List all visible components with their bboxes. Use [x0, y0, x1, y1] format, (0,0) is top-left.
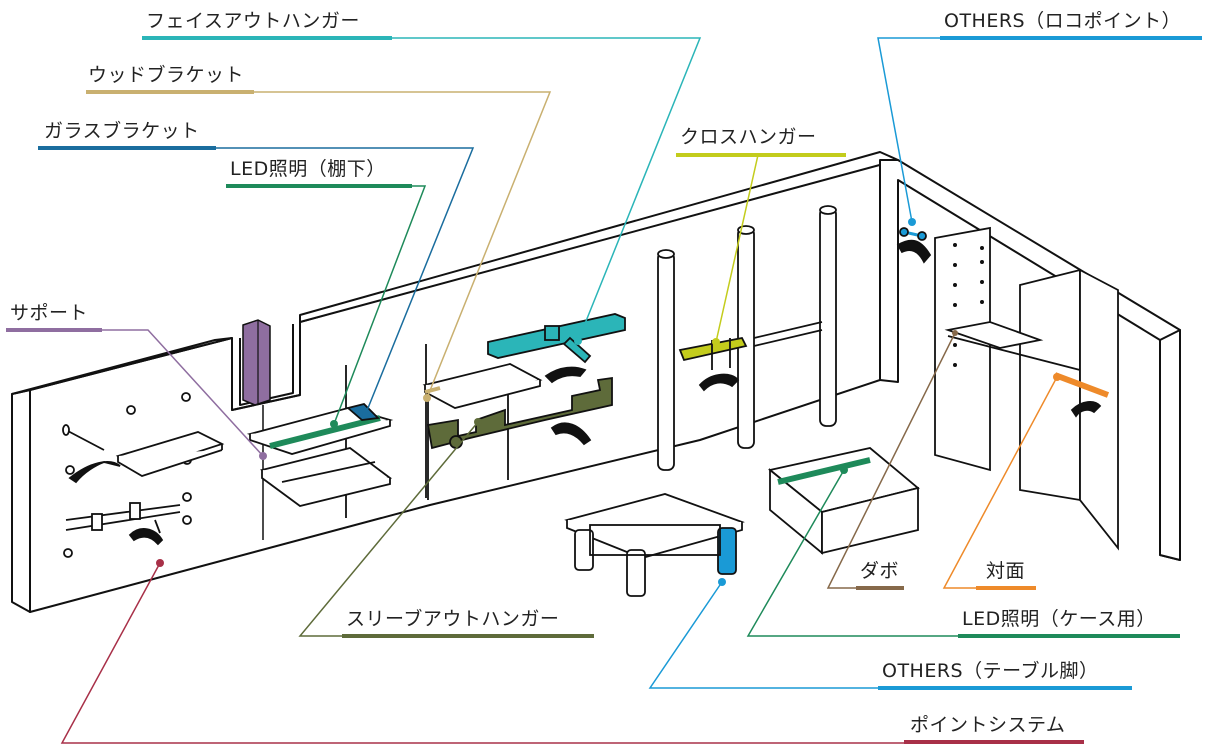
- label-point-system: ポイントシステム: [910, 714, 1066, 736]
- support-post: [242, 319, 271, 540]
- label-others-logo: OTHERS（ロコポイント）: [944, 10, 1182, 32]
- underline-point-system: [904, 740, 1084, 744]
- label-sleeve-out-hanger: スリーブアウトハンガー: [346, 608, 560, 630]
- cross-hanger-columns: [657, 205, 837, 471]
- underline-glass-bracket: [38, 146, 216, 150]
- wall-structure: [11, 151, 1181, 613]
- underline-led-case: [958, 634, 1180, 638]
- label-cross-hanger: クロスハンガー: [680, 126, 817, 148]
- showcase-fixture: [767, 447, 920, 555]
- underline-wood-bracket: [86, 90, 254, 94]
- label-support: サポート: [10, 302, 89, 324]
- label-dabo: ダボ: [860, 560, 900, 582]
- label-led-case: LED照明（ケース用）: [962, 608, 1156, 630]
- underline-taimen: [976, 586, 1036, 590]
- glass-shelf: [246, 344, 427, 518]
- label-others-table-leg: OTHERS（テーブル脚）: [882, 660, 1099, 682]
- underline-sleeve-out-hanger: [342, 634, 594, 638]
- table-fixture: [564, 493, 745, 597]
- underline-led-shelf: [226, 184, 412, 188]
- right-shelving: [896, 218, 1119, 551]
- label-taimen: 対面: [986, 560, 1026, 582]
- label-led-shelf: LED照明（棚下）: [230, 158, 386, 180]
- underline-others-logo: [940, 36, 1202, 40]
- label-face-out-hanger: フェイスアウトハンガー: [146, 10, 360, 32]
- underline-others-table-leg: [878, 686, 1132, 690]
- underline-cross-hanger: [676, 153, 846, 157]
- label-wood-bracket: ウッドブラケット: [88, 64, 245, 86]
- point-system-pegs: [62, 392, 225, 567]
- underline-support: [6, 328, 102, 332]
- face-out-hanger: [487, 313, 626, 364]
- sleeve-and-wood-shelf: [422, 363, 613, 500]
- underline-face-out-hanger: [142, 36, 392, 40]
- underline-dabo: [856, 586, 904, 590]
- label-glass-bracket: ガラスブラケット: [44, 120, 200, 142]
